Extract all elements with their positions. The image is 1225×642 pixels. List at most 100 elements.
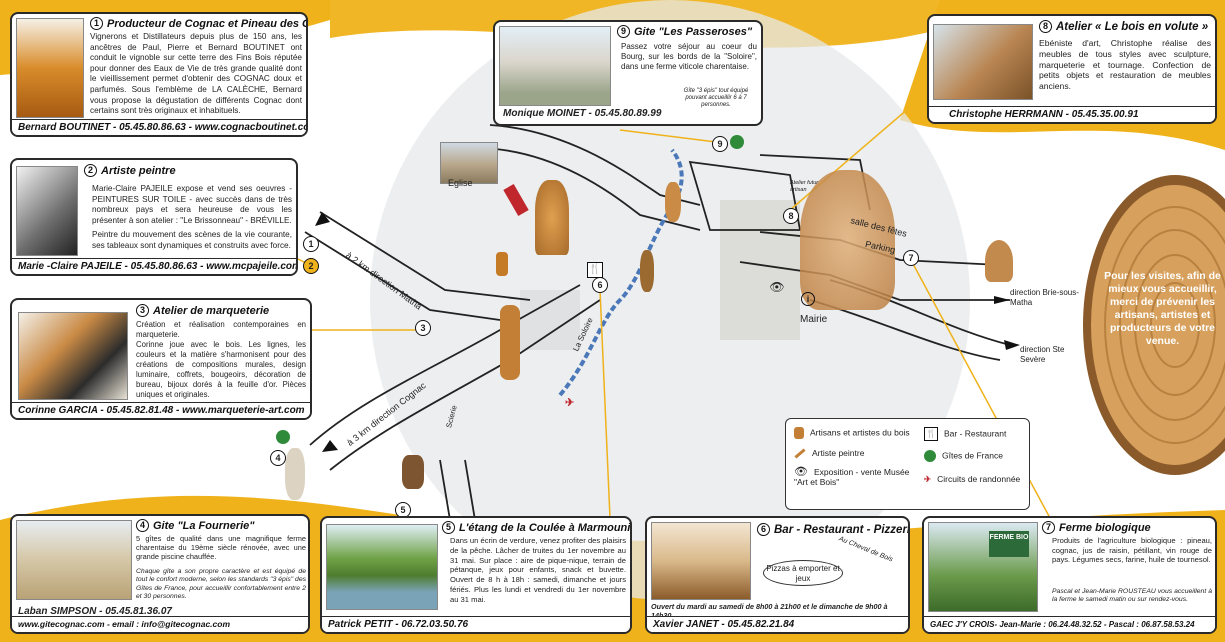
wood-sculpture-icon bbox=[794, 427, 804, 439]
card-marqueterie-text: Création et réalisation contemporaines e… bbox=[136, 320, 306, 399]
sculpture-wood-4 bbox=[500, 305, 520, 380]
pond-photo bbox=[326, 524, 438, 610]
arrow-matha bbox=[315, 212, 330, 226]
map-marker-6[interactable]: 6 bbox=[592, 277, 608, 293]
sculpture-wood-5 bbox=[640, 250, 654, 292]
sculpture-white bbox=[285, 448, 305, 500]
legend-item-expo: 👁Exposition - vente Musée "Art et Bois" bbox=[794, 466, 910, 488]
marquetry-photo bbox=[18, 312, 128, 400]
map-marker-7[interactable]: 7 bbox=[903, 250, 919, 266]
card-restaurant-footer: Xavier JANET - 05.45.82.21.84 bbox=[647, 616, 908, 632]
paintbrush-icon bbox=[794, 448, 806, 459]
sculpture-wood-6 bbox=[985, 240, 1013, 282]
card-passeroses-text: Passez votre séjour au coeur du Bourg, s… bbox=[621, 42, 757, 71]
arrow-severe bbox=[1004, 340, 1020, 350]
card-passeroses-small: Gîte "3 épis" tout équipé pouvant accuei… bbox=[683, 88, 749, 109]
passeroses-photo bbox=[499, 26, 611, 106]
hikers-icon: ✈ bbox=[924, 474, 932, 484]
card-etang-text: Dans un écrin de verdure, venez profiter… bbox=[450, 536, 626, 604]
card-cognac-footer: Bernard BOUTINET - 05.45.80.86.63 - www.… bbox=[12, 119, 306, 135]
card-ferme-small: Pascal et Jean-Marie ROUSTEAU vous accue… bbox=[1052, 588, 1212, 604]
gites-de-france-icon bbox=[924, 450, 936, 462]
legend-item-hiking: ✈Circuits de randonnée bbox=[924, 474, 1021, 484]
church-photo bbox=[440, 142, 498, 184]
card-passeroses-footer: Monique MOINET - 05.45.80.89.99 bbox=[503, 108, 662, 119]
map-marker-1[interactable]: 1 bbox=[303, 236, 319, 252]
sculpture-wood-3 bbox=[665, 182, 681, 222]
restaurant-sign: Au Cheval de Bois bbox=[837, 535, 894, 564]
card-fournerie-footer2: www.gitecognac.com - email : info@giteco… bbox=[12, 616, 308, 632]
map-marker-2[interactable]: 2 bbox=[303, 258, 319, 274]
card-fournerie-footer1: Laban SIMPSON - 05.45.81.36.07 bbox=[18, 606, 172, 617]
map-legend: Artisans et artistes du bois Artiste pei… bbox=[785, 418, 1030, 510]
legend-item-gites: Gîtes de France bbox=[924, 450, 1003, 462]
card-bois-footer: Christophe HERRMANN - 05.45.35.00.91 bbox=[929, 106, 1215, 122]
arrow-cognac bbox=[322, 440, 338, 452]
label-dir-brie: direction Brie-sous-Matha bbox=[1010, 288, 1079, 307]
arrow-brie bbox=[994, 296, 1010, 304]
ferme-bio-sign: FERME BIO bbox=[989, 531, 1029, 557]
eye-icon: 👁 bbox=[769, 280, 785, 294]
card-cognac-text: Vignerons et Distillateurs depuis plus d… bbox=[90, 32, 302, 116]
restaurant-hours: Ouvert du mardi au samedi de 8h00 à 21h0… bbox=[651, 602, 888, 620]
fournerie-photo bbox=[16, 520, 132, 600]
label-atelier-futur: Atelier futur artisan bbox=[790, 180, 819, 193]
map-marker-4[interactable]: 4 bbox=[270, 450, 286, 466]
eye-icon: 👁 bbox=[794, 466, 808, 478]
card-ferme-text: Produits de l'agriculture biologique : p… bbox=[1052, 536, 1212, 565]
label-dir-severe: direction Ste Sevère bbox=[1020, 345, 1065, 364]
card-fournerie-text: 5 gîtes de qualité dans une magnifique f… bbox=[136, 534, 306, 561]
large-wood-sculpture bbox=[800, 170, 895, 310]
sculpture-wood-2 bbox=[496, 252, 508, 276]
label-mairie: Mairie bbox=[800, 314, 828, 325]
cognac-bottle-photo bbox=[16, 18, 84, 118]
card-marqueterie-footer: Corinne GARCIA - 05.45.82.81.48 - www.ma… bbox=[12, 402, 310, 418]
card-fournerie-small: Chaque gîte a son propre caractère et es… bbox=[136, 568, 306, 601]
river-line bbox=[558, 148, 684, 397]
sculpture-wood-1 bbox=[535, 180, 569, 255]
restaurant-bubble: Pizzas à emporter et jeux bbox=[763, 560, 843, 586]
legend-item-restaurant: 🍴Bar - Restaurant bbox=[924, 427, 1006, 441]
wood-slice-illustration bbox=[1083, 175, 1225, 475]
painter-photo bbox=[16, 166, 78, 256]
farm-photo: FERME BIO bbox=[928, 522, 1038, 612]
card-peintre-text1: Marie-Claire PAJEILE expose et vend ses … bbox=[92, 184, 292, 225]
hikers-icon: ✈ bbox=[565, 397, 575, 409]
wood-slice-message: Pour les visites, afin de mieux vous acc… bbox=[1104, 270, 1221, 347]
label-eglise: Eglise bbox=[448, 178, 473, 188]
card-bois-text: Ebéniste d'art, Christophe réalise des m… bbox=[1039, 38, 1211, 92]
restaurant-photo bbox=[651, 522, 751, 600]
legend-item-wood: Artisans et artistes du bois bbox=[794, 427, 910, 439]
card-ferme-footer: GAEC J'Y CROIS- Jean-Marie : 06.24.48.32… bbox=[924, 616, 1215, 632]
map-marker-3[interactable]: 3 bbox=[415, 320, 431, 336]
woodworker-photo bbox=[933, 24, 1033, 100]
sculpture-dark bbox=[402, 455, 424, 489]
info-icon: i bbox=[801, 292, 815, 306]
card-peintre-footer: Marie -Claire PAJEILE - 05.45.80.86.63 -… bbox=[12, 258, 296, 274]
map-marker-8[interactable]: 8 bbox=[783, 208, 799, 224]
card-peintre-text2: Peintre du mouvement des scènes de la vi… bbox=[92, 230, 292, 250]
fork-knife-icon: 🍴 bbox=[587, 262, 603, 278]
map-marker-9[interactable]: 9 bbox=[712, 136, 728, 152]
legend-item-painter: Artiste peintre bbox=[794, 448, 864, 459]
fork-knife-icon: 🍴 bbox=[924, 427, 938, 441]
gites-de-france-icon bbox=[276, 430, 290, 444]
gites-de-france-icon bbox=[730, 135, 744, 149]
